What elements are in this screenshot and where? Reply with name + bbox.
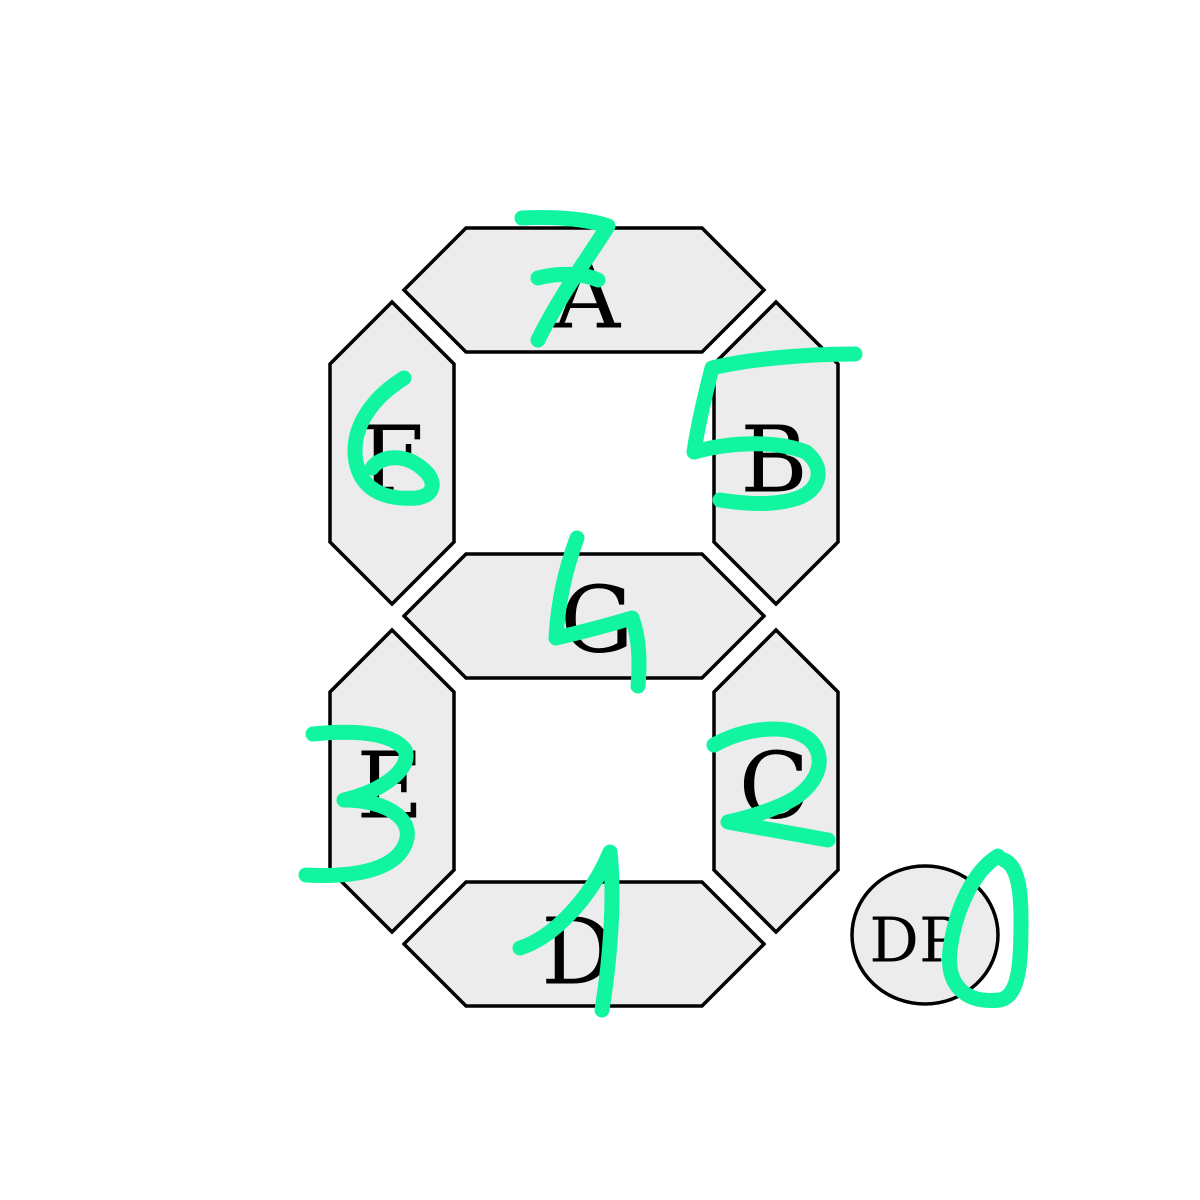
segment-a: A [401,226,767,354]
annotation-c-2 [706,721,836,848]
annotation-b-5 [686,346,863,511]
segment-g-shape [401,552,767,680]
annotation-g-4 [548,530,647,694]
segment-a-shape [401,226,767,354]
segment-c: C [712,627,840,935]
annotation-dp-0 [941,848,1029,1009]
handwritten-annotations [298,209,1029,1018]
annotation-a-7 [514,209,616,348]
segment-c-shape [712,627,840,935]
segment-d-shape [401,880,767,1008]
segment-g: G [401,552,767,680]
annotation-e-3 [298,724,415,883]
annotation-d-1 [512,844,620,1018]
annotation-f-6 [347,370,440,506]
